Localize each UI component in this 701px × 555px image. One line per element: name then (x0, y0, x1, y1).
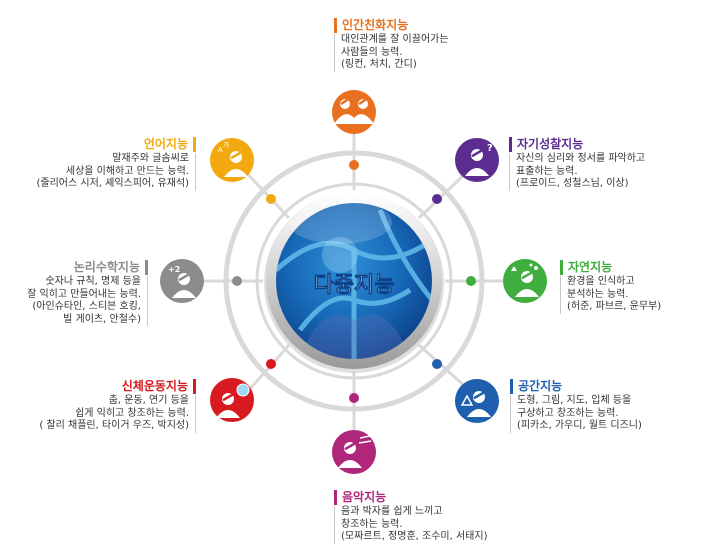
info-spatial: 공간지능 도형, 그림, 지도, 입체 등을 구상하고 창조하는 능력. (피카… (510, 379, 642, 433)
desc-line: 표출하는 능력. (516, 165, 578, 177)
desc-line: (아인슈타인, 스티븐 호킹, (32, 301, 141, 312)
desc-line: (모짜르트, 정명훈, 조수미, 서태지) (341, 531, 488, 542)
svg-text:+2: +2 (168, 265, 180, 274)
desc-line: 음과 박자를 쉽게 느끼고 (341, 506, 443, 517)
info-linguistic: 언어지능 말재주와 글솜씨로 세상을 이해하고 만드는 능력. (줄리어스 시저… (36, 137, 196, 191)
desc-line: 창조하는 능력. (341, 518, 403, 530)
node-spatial[interactable] (455, 379, 499, 423)
info-naturalist: 자연지능 환경을 인식하고 분석하는 능력. (허준, 파브르, 윤무부) (560, 260, 661, 314)
node-naturalist[interactable] (503, 259, 547, 303)
desc-line: 숫자나 규칙, 명제 등을 (45, 276, 141, 287)
desc-line: 말재주와 글솜씨로 (112, 153, 189, 164)
desc-line: (피카소, 가우디, 월트 디즈니) (517, 420, 642, 431)
desc-line: 도형, 그림, 지도, 입체 등을 (517, 395, 632, 406)
desc-intrapersonal: 자신의 심리와 정서를 파악하고 표출하는 능력. (프로이드, 성철스님, 이… (509, 153, 645, 191)
ring-dot-east (466, 276, 476, 286)
title-naturalist: 자연지능 (560, 260, 661, 275)
desc-interpersonal: 대인관계를 잘 이끌어가는 사람들의 능력. (링컨, 처치, 간디) (334, 34, 449, 72)
ring-dot-northwest (266, 194, 276, 204)
desc-line: (링컨, 처치, 간디) (341, 59, 417, 70)
desc-spatial: 도형, 그림, 지도, 입체 등을 구상하고 창조하는 능력. (피카소, 가우… (510, 395, 642, 433)
outer-ring (223, 150, 485, 412)
nature-person-icon (511, 263, 539, 297)
ring-dots (232, 160, 476, 403)
title-musical: 음악지능 (334, 490, 487, 505)
spoke-northeast (417, 168, 471, 220)
desc-line: 자신의 심리와 정서를 파악하고 (516, 153, 646, 164)
info-musical: 음악지능 음과 박자를 쉽게 느끼고 창조하는 능력. (모짜르트, 정명훈, … (334, 490, 487, 544)
title-spatial: 공간지능 (510, 379, 642, 394)
center-globe (264, 193, 444, 373)
desc-naturalist: 환경을 인식하고 분석하는 능력. (허준, 파브르, 윤무부) (560, 276, 661, 314)
title-interpersonal: 인간친화지능 (334, 18, 449, 33)
desc-line: 세상을 이해하고 만드는 능력. (65, 165, 189, 177)
title-linguistic: 언어지능 (37, 137, 196, 152)
desc-line: 환경을 인식하고 (567, 276, 635, 287)
title-bodily-kinesthetic: 신체운동지능 (39, 379, 196, 394)
ring-dot-northeast (432, 194, 442, 204)
desc-line: 분석하는 능력. (567, 288, 629, 300)
desc-line: 빌 게이츠, 안철수) (63, 313, 141, 325)
node-logical-mathematical[interactable]: +2 (160, 259, 204, 303)
ring-dot-south (349, 393, 359, 403)
speaking-person-icon: A 가 (218, 140, 248, 177)
desc-line: ( 찰리 채플린, 타이거 우즈, 박지성) (39, 420, 189, 431)
thinking-person-icon: ? (465, 143, 493, 176)
people-handshake-icon (334, 97, 374, 124)
info-intrapersonal: 자기성찰지능 자신의 심리와 정서를 파악하고 표출하는 능력. (프로이드, … (509, 137, 645, 191)
svg-text:?: ? (487, 143, 493, 154)
desc-line: 구상하고 창조하는 능력. (517, 407, 619, 419)
info-interpersonal: 인간친화지능 대인관계를 잘 이끌어가는 사람들의 능력. (링컨, 처치, 간… (334, 18, 449, 72)
desc-linguistic: 말재주와 글솜씨로 세상을 이해하고 만드는 능력. (줄리어스 시저, 셰익스… (36, 153, 196, 191)
geometry-person-icon (460, 391, 491, 417)
info-logical-mathematical: 논리수학지능 숫자나 규칙, 명제 등을 잘 익히고 만들어내는 능력. (아인… (27, 260, 148, 326)
svg-text:A: A (218, 146, 223, 154)
sports-person-icon (216, 383, 250, 418)
node-interpersonal[interactable] (332, 90, 376, 134)
desc-line: 쉽게 익히고 창조하는 능력. (75, 407, 189, 419)
desc-line: 춤, 운동, 연기 등을 (108, 395, 189, 406)
ring-dot-north (349, 160, 359, 170)
svg-text:가: 가 (223, 140, 230, 149)
node-intrapersonal[interactable]: ? (455, 138, 499, 182)
desc-line: (허준, 파브르, 윤무부) (567, 301, 662, 312)
desc-line: 사람들의 능력. (341, 46, 403, 58)
ring-dot-southwest (266, 359, 276, 369)
title-logical-mathematical: 논리수학지능 (27, 260, 148, 275)
center-label: 다중지능 (314, 273, 395, 298)
info-bodily-kinesthetic: 신체운동지능 춤, 운동, 연기 등을 쉽게 익히고 창조하는 능력. ( 찰리… (39, 379, 196, 433)
node-bodily-kinesthetic[interactable] (210, 378, 254, 422)
desc-line: (프로이드, 성철스님, 이상) (516, 178, 629, 189)
ring-dot-southeast (432, 359, 442, 369)
desc-line: 잘 익히고 만들어내는 능력. (27, 288, 141, 300)
desc-line: 대인관계를 잘 이끌어가는 (341, 34, 449, 45)
desc-bodily-kinesthetic: 춤, 운동, 연기 등을 쉽게 익히고 창조하는 능력. ( 찰리 채플린, 타… (39, 395, 196, 433)
math-person-icon: +2 (168, 265, 196, 298)
title-intrapersonal: 자기성찰지능 (509, 137, 645, 152)
desc-logical-mathematical: 숫자나 규칙, 명제 등을 잘 익히고 만들어내는 능력. (아인슈타인, 스티… (27, 276, 148, 326)
desc-musical: 음과 박자를 쉽게 느끼고 창조하는 능력. (모짜르트, 정명훈, 조수미, … (334, 506, 487, 544)
inner-ring (255, 182, 453, 380)
ring-dot-west (232, 276, 242, 286)
spoke-southeast (417, 343, 471, 392)
desc-line: (줄리어스 시저, 셰익스피어, 유재석) (36, 178, 190, 189)
music-person-icon (338, 435, 372, 468)
node-linguistic[interactable]: A 가 (210, 138, 254, 182)
node-musical[interactable] (332, 430, 376, 474)
